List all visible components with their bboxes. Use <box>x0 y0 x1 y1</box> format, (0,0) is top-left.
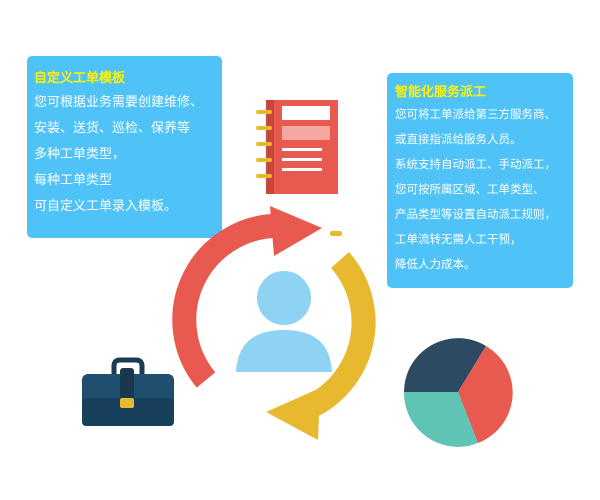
briefcase-icon <box>82 357 174 426</box>
custom-template-card: 自定义工单模板 您可根据业务需要创建维修、 安装、送货、巡检、保养等 多种工单类… <box>27 56 222 238</box>
card-text-line: 产品类型等设置自动派工规则， <box>395 207 556 221</box>
card-text-line: 每种工单类型 <box>34 173 113 188</box>
card-text-line: 工单流转无需人工干预， <box>395 232 522 246</box>
notebook-icon <box>256 100 338 194</box>
pie-chart-icon <box>403 338 513 447</box>
card-text-line: 降低人力成本。 <box>395 257 476 271</box>
card-title: 自定义工单模板 <box>34 71 126 86</box>
card-text-line: 系统支持自动派工、手动派工， <box>395 157 556 171</box>
card-text-line: 您可按所属区域、工单类型、 <box>395 182 545 196</box>
card-text-line: 您可根据业务需要创建维修、 <box>34 95 204 110</box>
card-text-line: 您可将工单派给第三方服务商、 <box>395 107 556 121</box>
card-title: 智能化服务派工 <box>395 85 487 100</box>
smart-dispatch-card: 智能化服务派工 您可将工单派给第三方服务商、 或直接指派给服务人员。 系统支持自… <box>387 73 573 288</box>
cycle-arrows-icon <box>172 206 376 440</box>
card-text-line: 可自定义工单录入模板。 <box>34 199 178 214</box>
card-text-line: 多种工单类型， <box>34 147 126 162</box>
card-text-line: 安装、送货、巡检、保养等 <box>34 121 191 136</box>
card-text-line: 或直接指派给服务人员。 <box>395 132 522 146</box>
user-icon <box>236 271 332 372</box>
